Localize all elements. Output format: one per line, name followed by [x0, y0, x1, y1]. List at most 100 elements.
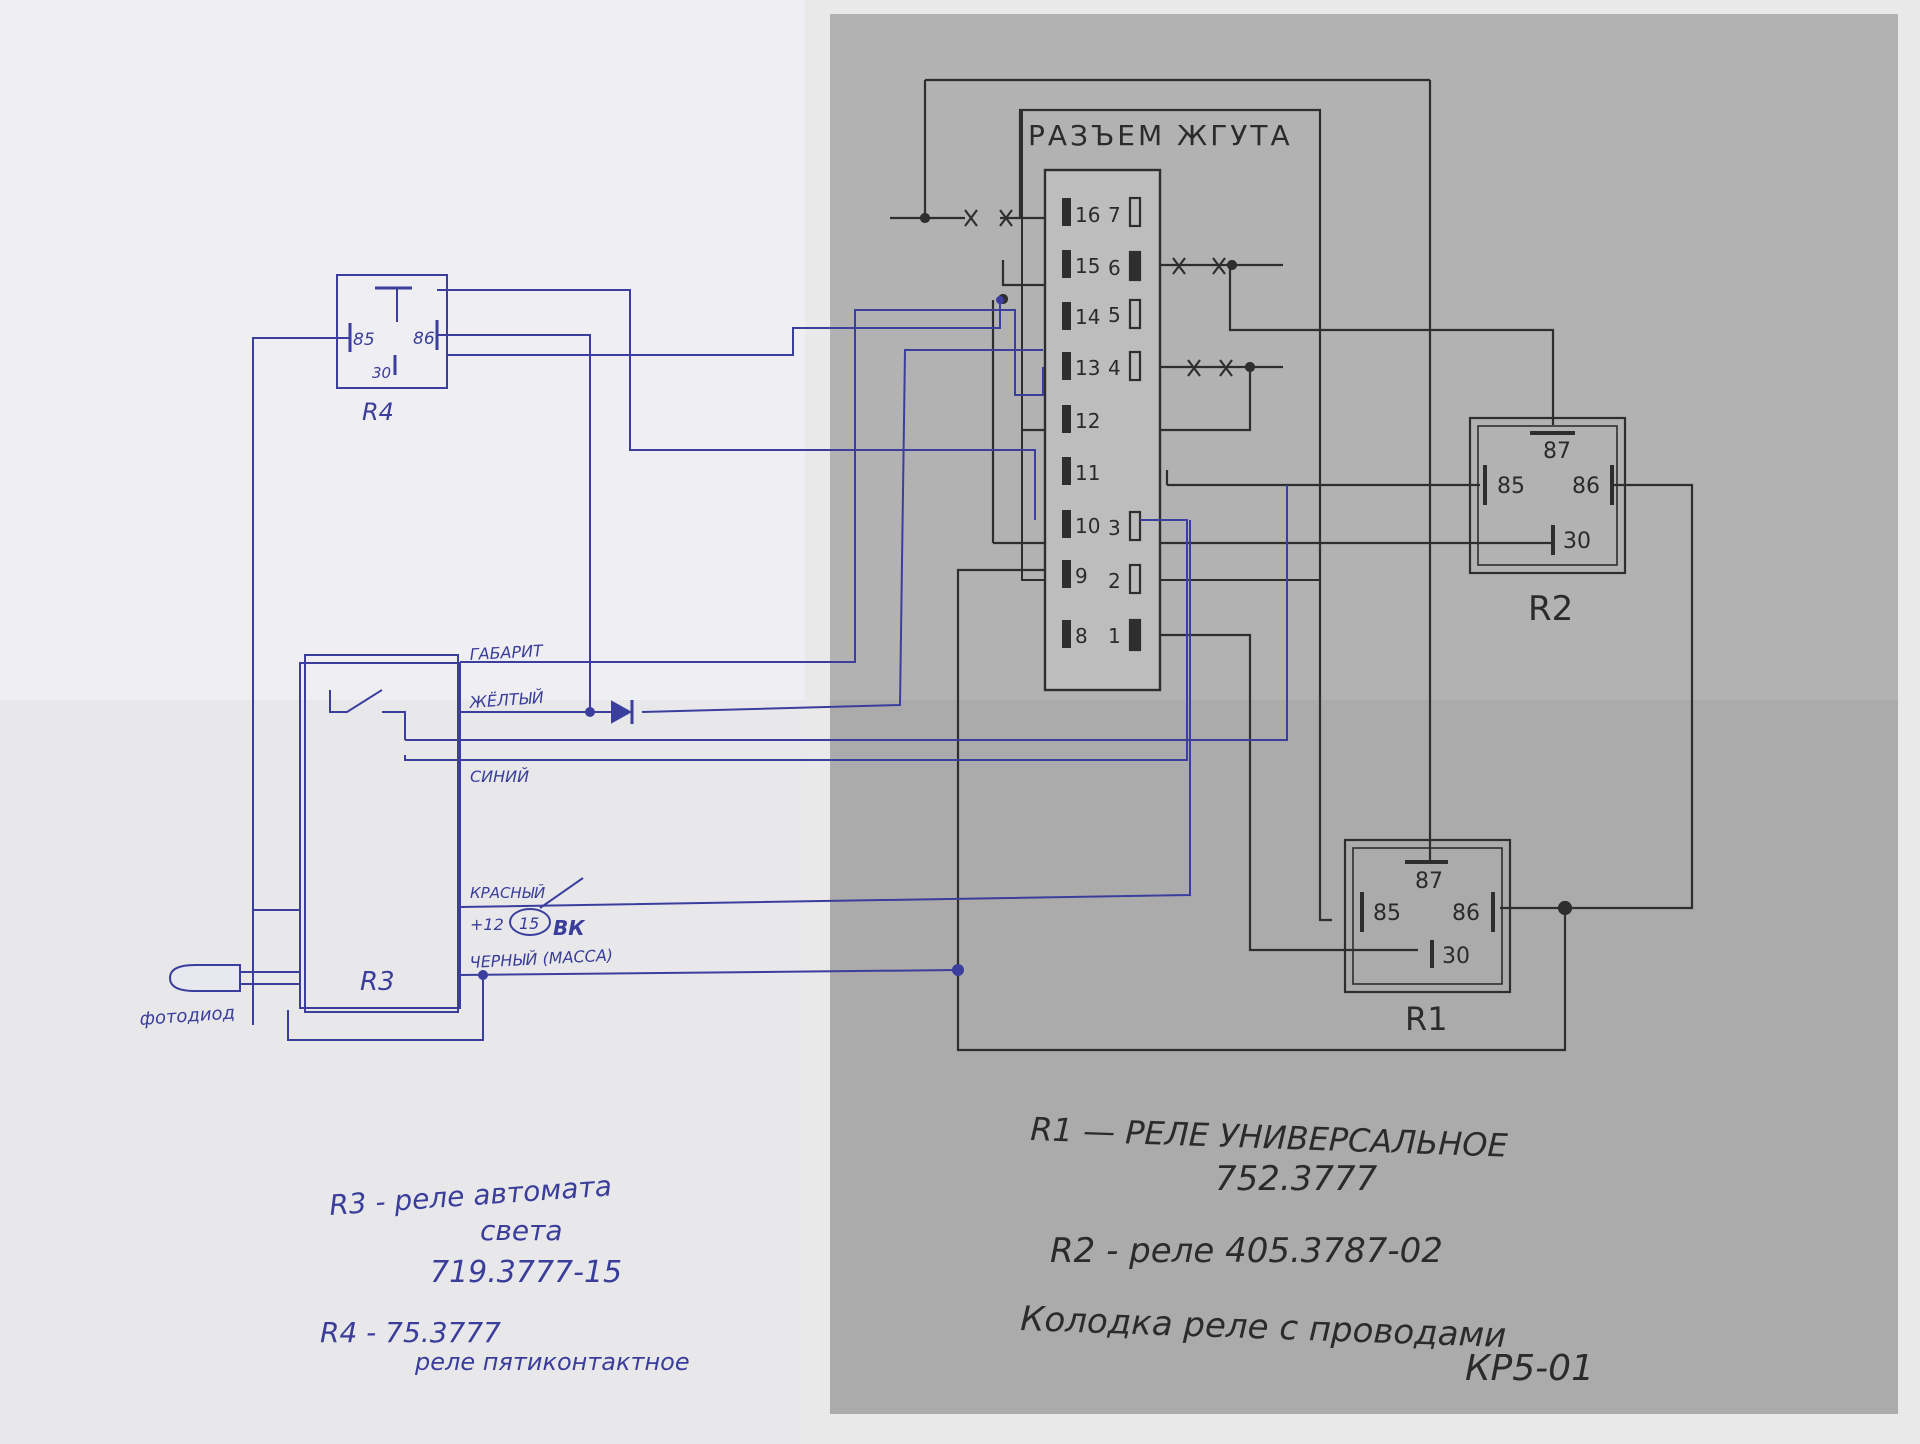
pin-slot: [1062, 198, 1071, 226]
cut-mark: [964, 209, 978, 227]
terminal-15-circle: [509, 908, 551, 936]
cut-mark: [999, 209, 1013, 227]
diode: [611, 700, 633, 724]
terminal-85-label: 85: [1373, 901, 1401, 926]
wire-label-red: КРАСНЫЙ: [470, 883, 545, 902]
cut-mark: [1187, 359, 1201, 377]
relay-r2-outer: [1468, 416, 1627, 575]
pin-label: 7: [1108, 203, 1121, 227]
relay-r3-inner: [299, 662, 461, 1009]
pin-label: 5: [1108, 303, 1121, 327]
connector-pins-right: 7 6 5 4 3 2 1: [1108, 196, 1142, 652]
connector-outline: [1021, 109, 1321, 581]
switch-contact: [329, 689, 383, 713]
pin-slot: [1062, 352, 1071, 380]
wire-label-15: 15: [519, 914, 539, 933]
junction: [585, 707, 595, 717]
pin-slot: [1128, 510, 1142, 542]
pin-slot: [1062, 560, 1071, 588]
junction: [1557, 900, 1573, 916]
pin-label: 2: [1108, 569, 1121, 593]
wire: [287, 975, 484, 1041]
junction: [1244, 361, 1256, 373]
switch-slash: [539, 877, 584, 909]
wire: [459, 520, 1191, 908]
pin-label: 3: [1108, 516, 1121, 540]
printed-wiring: [890, 78, 1694, 1052]
pin-label: 10: [1075, 514, 1100, 538]
cut-mark: [1172, 257, 1186, 275]
junction: [952, 964, 964, 976]
pin-label: 1: [1108, 624, 1121, 648]
photodiode-body: [168, 964, 241, 992]
terminal-85-label: 85: [1497, 474, 1525, 499]
pin-slot: [1062, 510, 1071, 538]
pin-label: 11: [1075, 461, 1100, 485]
junction: [478, 970, 488, 980]
wire: [405, 485, 1288, 741]
legend-r1-part: 752.3777: [1215, 1159, 1378, 1199]
wire: [460, 309, 1044, 663]
pin-label: 9: [1075, 564, 1088, 588]
relay-r4-85-label: 85: [353, 330, 375, 350]
relay-r3-name: R3: [360, 967, 395, 997]
pin-label: 6: [1108, 256, 1121, 280]
junction: [919, 212, 931, 224]
wire-label-gabarit: ГАБАРИТ: [469, 641, 544, 664]
relay-r1-outer: [1343, 838, 1512, 994]
terminal-87-label: 87: [1543, 439, 1571, 464]
pin-slot: [1128, 298, 1142, 330]
relay-r3-outer: [304, 654, 459, 1013]
relay-r1-name: R1: [1405, 1000, 1448, 1038]
legend-r4-line2: реле пятиконтактное: [414, 1348, 690, 1376]
relay-r2: 87 85 86 30 R2: [1468, 416, 1627, 629]
pin-label: 13: [1075, 356, 1100, 380]
pin-label: 4: [1108, 356, 1121, 380]
wire: [437, 289, 1036, 520]
legend-r4-line1: R4 - 75.3777: [320, 1316, 501, 1349]
wire: [252, 337, 350, 911]
terminal-30-label: 30: [1563, 529, 1591, 554]
pin-label: 15: [1075, 254, 1100, 278]
cut-mark: [1212, 257, 1226, 275]
photocopy-area-shadow: [830, 700, 1898, 1414]
relay-r4-name: R4: [362, 398, 394, 426]
connector-title: РАЗЪЕМ ЖГУТА: [1028, 119, 1293, 152]
relay-r2-inner: [1477, 425, 1618, 566]
wire: [404, 519, 1188, 761]
relay-r1: 87 85 86 30 R1: [1343, 838, 1512, 1038]
pin-slot: [1128, 250, 1142, 282]
wire: [1001, 260, 1063, 287]
wire: [956, 568, 1567, 1052]
pin-label: 12: [1075, 409, 1100, 433]
terminal-30-label: 30: [1442, 944, 1470, 969]
pin-slot: [1062, 250, 1071, 278]
legend-r2-line: R2 - реле 405.3787-02: [1050, 1231, 1443, 1271]
legend-block-part: КР5-01: [1465, 1348, 1594, 1389]
relay-r4-86-label: 86: [413, 329, 435, 349]
relay-r1-inner: [1352, 847, 1503, 985]
pin-slot: [1128, 618, 1142, 652]
wire-label-vk: ВК: [553, 916, 586, 940]
relay-r2-name: R2: [1528, 589, 1573, 629]
legend-left: R3 - реле автомата света 719.3777-15 R4 …: [320, 1169, 690, 1376]
handdrawn-wiring: [168, 274, 1288, 1041]
wire: [437, 334, 591, 713]
terminal-86-label: 86: [1572, 474, 1600, 499]
connector-pins-left: 16 15 14 13 12 11 10 9 8: [1062, 198, 1100, 648]
pin-label: 14: [1075, 305, 1100, 329]
terminal-87-label: 87: [1415, 869, 1443, 894]
pin-slot: [1062, 405, 1071, 433]
legend-r3-line2: света: [480, 1214, 563, 1247]
pin-label: 16: [1075, 203, 1100, 227]
pin-slot: [1062, 302, 1071, 330]
junction: [996, 296, 1004, 304]
legend-r3-part: 719.3777-15: [430, 1255, 622, 1290]
cut-mark: [1219, 359, 1233, 377]
wire-label-plus12: +12: [470, 915, 504, 934]
wire: [641, 349, 1043, 713]
pin-slot: [1062, 457, 1071, 485]
wire: [459, 969, 959, 976]
relay-r4-30-label: 30: [372, 364, 391, 382]
